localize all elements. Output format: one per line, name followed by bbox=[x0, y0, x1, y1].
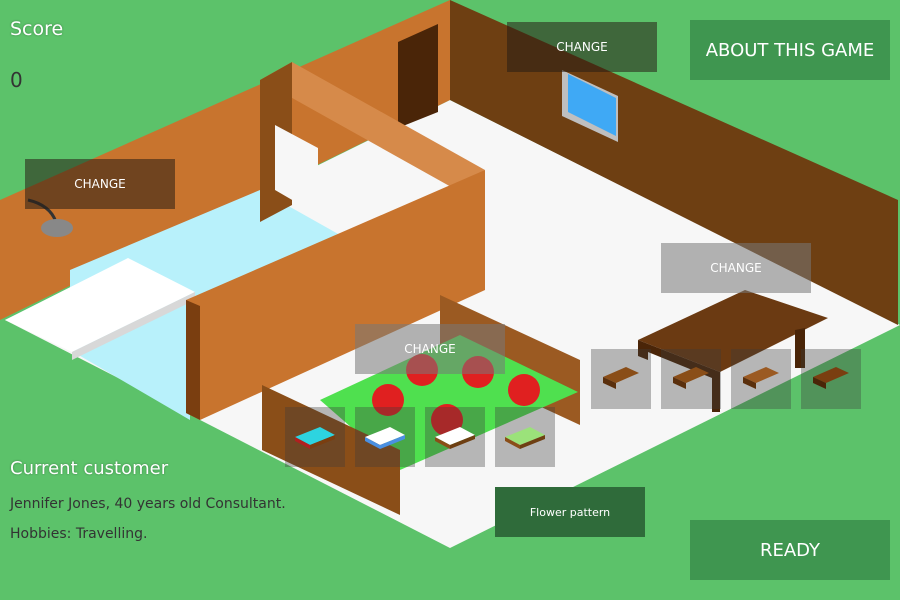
bed-green-pattern-icon bbox=[505, 427, 545, 449]
customer-title: Current customer bbox=[10, 458, 169, 479]
pattern-name-label: Flower pattern bbox=[495, 487, 645, 537]
partition-front-edge bbox=[186, 300, 200, 420]
customer-hobbies: Hobbies: Travelling. bbox=[10, 526, 148, 542]
bathtub bbox=[5, 258, 195, 352]
table-option-3[interactable] bbox=[731, 349, 791, 409]
door bbox=[398, 24, 438, 128]
bed-footboard bbox=[262, 385, 400, 515]
left-back-wall bbox=[0, 0, 450, 320]
table-option-4[interactable] bbox=[801, 349, 861, 409]
change-lamp-button[interactable]: CHANGE bbox=[25, 159, 175, 209]
partition-top bbox=[260, 62, 485, 188]
dining-table-top bbox=[638, 290, 828, 372]
bed-option-2[interactable] bbox=[355, 407, 415, 467]
table-3-icon bbox=[743, 367, 779, 389]
table-2-icon bbox=[673, 367, 709, 389]
bed-white-blue-icon bbox=[365, 427, 405, 449]
lamp bbox=[41, 219, 73, 237]
table-option-2[interactable] bbox=[661, 349, 721, 409]
bed-white-icon bbox=[435, 427, 475, 449]
ready-button[interactable]: READY bbox=[690, 520, 890, 580]
partition-front-wall bbox=[186, 170, 485, 420]
bed-option-3[interactable] bbox=[425, 407, 485, 467]
change-table-button[interactable]: CHANGE bbox=[661, 243, 811, 293]
table-1-icon bbox=[603, 367, 639, 389]
bed-option-4[interactable] bbox=[495, 407, 555, 467]
change-window-button[interactable]: CHANGE bbox=[507, 22, 657, 72]
table-option-1[interactable] bbox=[591, 349, 651, 409]
about-game-button[interactable]: ABOUT THIS GAME bbox=[690, 20, 890, 80]
bed-cyan-icon bbox=[295, 427, 335, 449]
window-glass bbox=[568, 74, 616, 136]
table-4-icon bbox=[813, 367, 849, 389]
change-bed-button[interactable]: CHANGE bbox=[355, 324, 505, 374]
customer-description: Jennifer Jones, 40 years old Consultant. bbox=[10, 496, 286, 512]
score-value: 0 bbox=[10, 68, 23, 92]
bathtub-side bbox=[72, 292, 195, 360]
dining-table-legs bbox=[795, 328, 805, 368]
doorway-arch bbox=[275, 125, 318, 215]
bed-option-1[interactable] bbox=[285, 407, 345, 467]
bathroom-floor bbox=[70, 190, 340, 420]
dining-table-side bbox=[638, 340, 720, 412]
score-label: Score bbox=[10, 18, 64, 40]
